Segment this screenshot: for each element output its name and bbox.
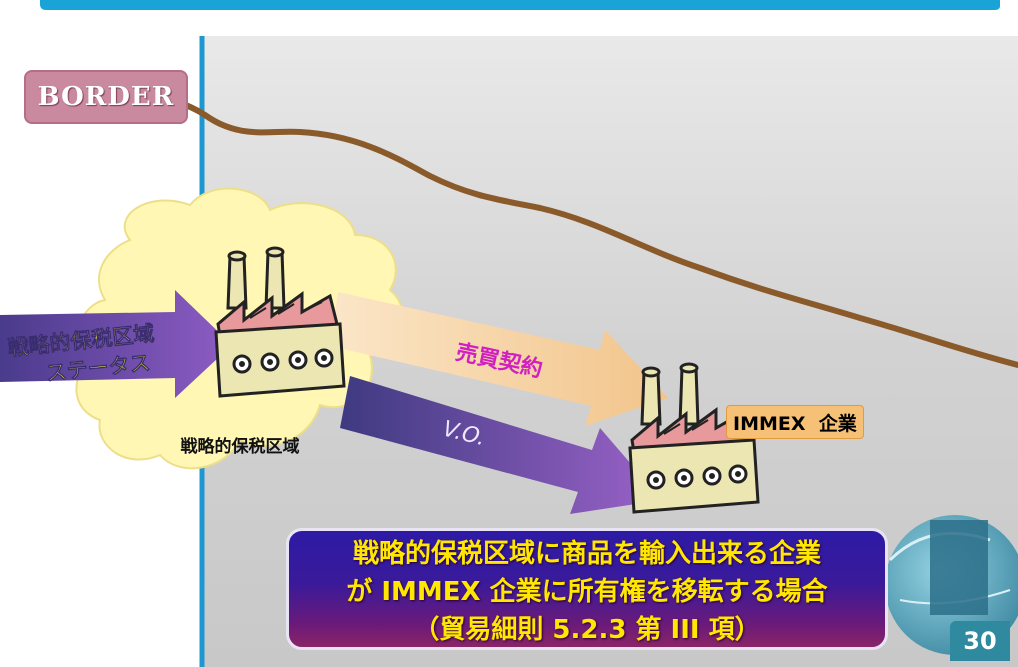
- border-label: BORDER: [24, 70, 188, 124]
- summary-line-2: が IMMEX 企業に所有権を移転する場合: [346, 577, 828, 607]
- summary-line-3: （貿易細則 5.2.3 第 III 項）: [413, 615, 761, 645]
- strategic-zone-label: 戦略的保税区域: [180, 437, 300, 457]
- summary-line-1: 戦略的保税区域に商品を輸入出来る企業: [352, 539, 821, 569]
- immex-company-label: IMMEX 企業: [726, 405, 864, 439]
- top-bar: [40, 0, 1000, 10]
- border-line: [37, 85, 1018, 368]
- status-arrow: [0, 290, 232, 398]
- sale-contract-arrow: [330, 292, 668, 426]
- globe-icon: [885, 515, 1018, 655]
- vo-arrow: [340, 376, 662, 514]
- page-number: 30: [950, 621, 1010, 661]
- summary-box: 戦略的保税区域に商品を輸入出来る企業 が IMMEX 企業に所有権を移転する場合…: [286, 528, 888, 650]
